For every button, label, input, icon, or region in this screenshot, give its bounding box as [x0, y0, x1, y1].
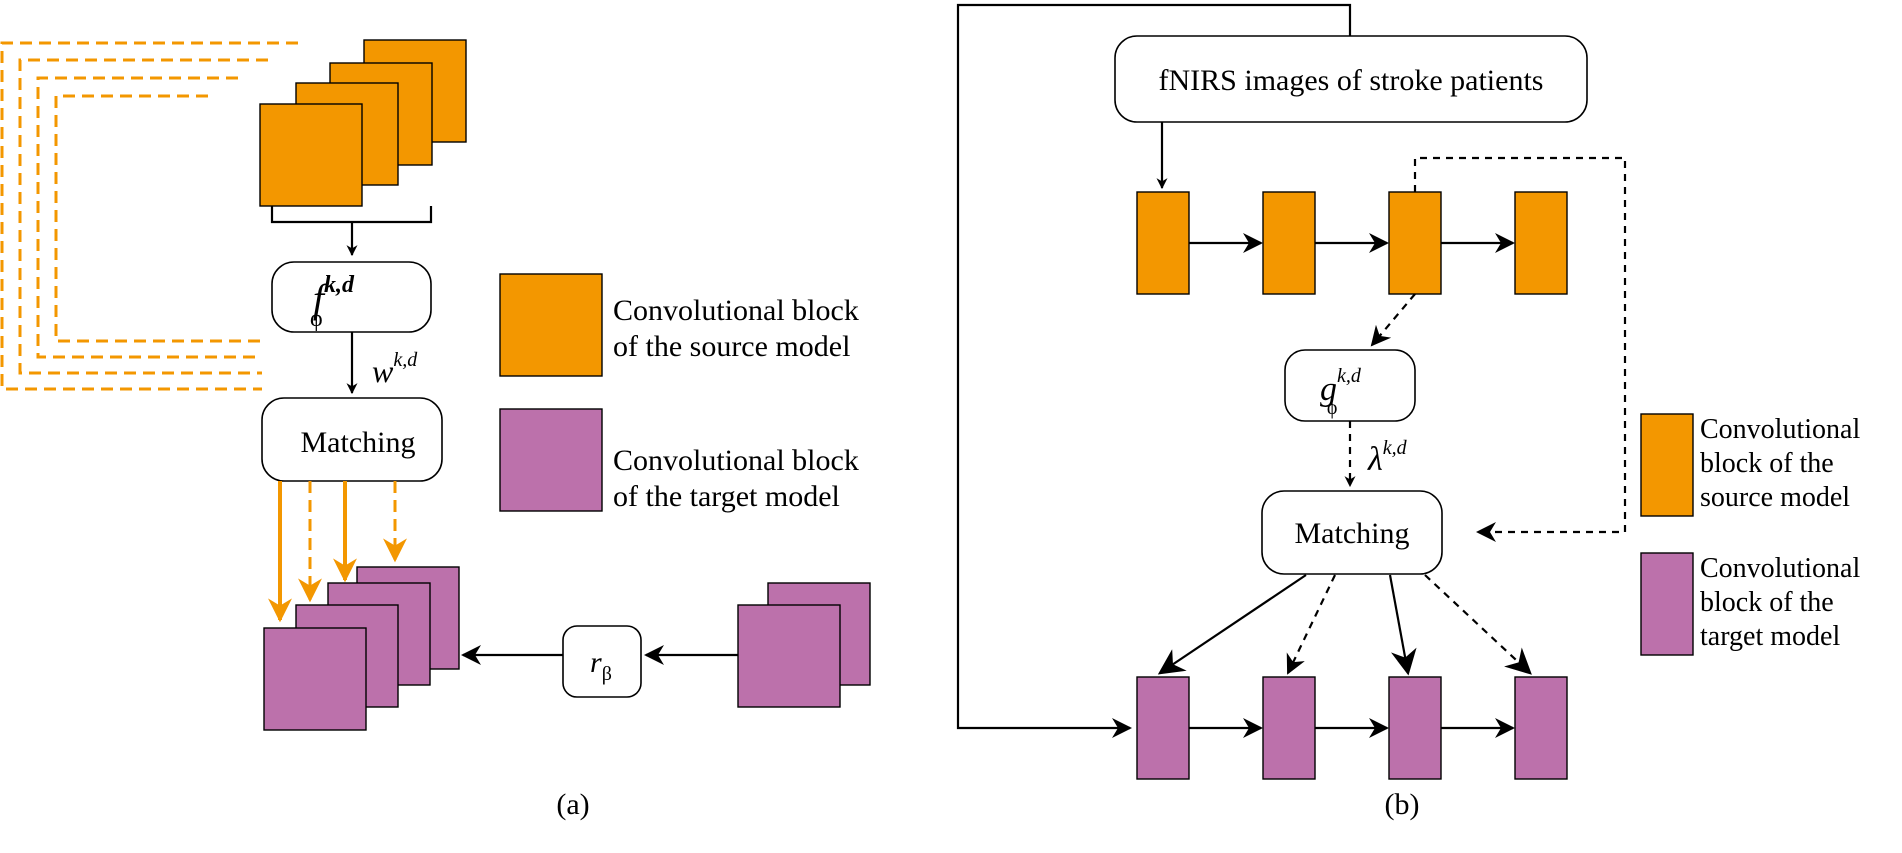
lambda-symbol: λk,d [1367, 437, 1408, 478]
legend-source-swatch [1640, 413, 1694, 517]
w-symbol: wk,d [372, 349, 418, 389]
source-to-matching-dashed [1413, 156, 1627, 542]
arrow-to-g [1370, 293, 1416, 347]
source-block [259, 103, 363, 207]
legend-target-label: of the target model [613, 480, 840, 513]
target-block [1262, 676, 1316, 780]
legend-target-label: Convolutional block [613, 444, 859, 477]
source-block [1262, 191, 1316, 295]
legend-source-label: block of the [1700, 448, 1834, 479]
target-block [737, 604, 841, 708]
target-chain [1136, 676, 1568, 780]
target-block [1514, 676, 1568, 780]
source-block [1136, 191, 1190, 295]
legend-source-label: Convolutional [1700, 414, 1860, 445]
r-symbol: rβ [590, 646, 612, 685]
target-block [1136, 676, 1190, 780]
caption-b: (b) [1385, 788, 1420, 821]
legend-source-label: Convolutional block [613, 294, 859, 327]
source-block [1388, 191, 1442, 295]
target-block-stack [263, 566, 460, 731]
legend-source-label: of the source model [613, 330, 850, 363]
legend-a: Convolutional block of the source model … [499, 273, 859, 513]
source-block-stack [259, 39, 467, 207]
legend-target-label: Convolutional [1700, 553, 1860, 584]
source-feedback-lines [0, 41, 298, 391]
legend-target-label: block of the [1700, 587, 1834, 618]
target-pair [737, 582, 871, 708]
input-to-target-line [956, 3, 1352, 738]
legend-target-swatch [1640, 552, 1694, 656]
input-node [1114, 35, 1588, 123]
matching-to-target-arrows-b [1157, 574, 1532, 676]
stack-bracket [270, 206, 433, 224]
legend-source-label: source model [1700, 482, 1850, 513]
caption-a: (a) [556, 788, 589, 821]
legend-source-swatch [499, 273, 603, 377]
source-chain [1136, 191, 1568, 295]
matching-node-b [1261, 490, 1443, 575]
matching-node-a [261, 397, 443, 482]
source-block [1514, 191, 1568, 295]
legend-target-swatch [499, 408, 603, 512]
matching-label-b: Matching [1295, 517, 1410, 550]
input-label: fNIRS images of stroke patients [1159, 64, 1544, 97]
matching-label-a: Matching [301, 426, 416, 459]
r-node [562, 625, 642, 698]
target-block [1388, 676, 1442, 780]
matching-to-target-arrows [268, 481, 407, 623]
legend-target-label: target model [1700, 621, 1840, 652]
target-block [263, 627, 367, 731]
legend-b: Convolutional block of the source model … [1640, 413, 1860, 656]
